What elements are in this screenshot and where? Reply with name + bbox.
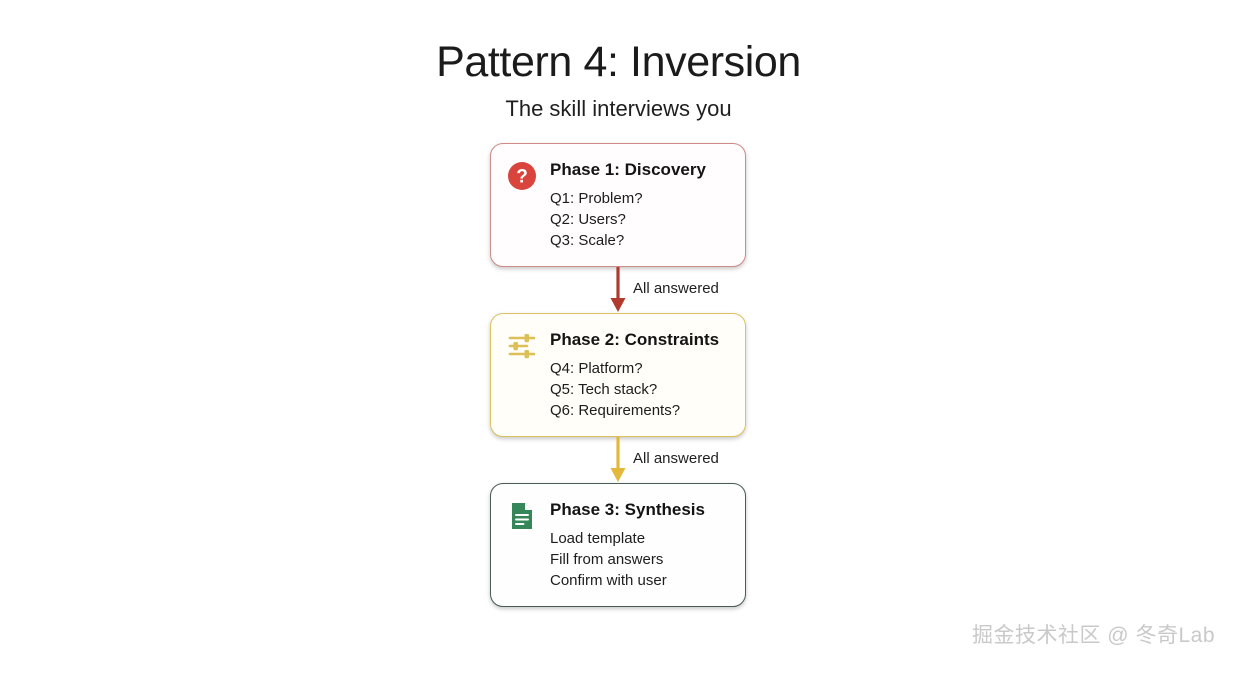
flow-connector-1: All answered	[490, 267, 746, 313]
phase-card-title: Phase 3: Synthesis	[550, 500, 705, 519]
flow-connector-label: All answered	[633, 450, 719, 467]
question-mark-circle-icon: ?	[507, 161, 537, 191]
watermark: 掘金技术社区 @ 冬奇Lab	[971, 624, 1215, 647]
phase-card-line: Q2: Users?	[550, 211, 626, 228]
slide-header: Pattern 4: Inversion The skill interview…	[0, 36, 1237, 124]
arrow-down-icon	[610, 437, 626, 482]
phase-card-constraints[interactable]: Phase 2: Constraints Q4: Platform? Q5: T…	[490, 313, 746, 437]
arrow-down-icon	[610, 267, 626, 312]
phase-card-title: Phase 2: Constraints	[550, 330, 720, 349]
phase-card-line: Load template	[550, 530, 646, 547]
phase-card-line: Q6: Requirements?	[550, 402, 681, 419]
phase-card-lines: Load template Fill from answers Confirm …	[550, 528, 729, 591]
flow-connector-2: All answered	[490, 437, 746, 483]
phase-card-body: Phase 3: Synthesis Load template Fill fr…	[550, 498, 729, 591]
page-title: Pattern 4: Inversion	[436, 38, 801, 86]
phase-card-title: Phase 1: Discovery	[550, 160, 706, 179]
phase-card-body: Phase 2: Constraints Q4: Platform? Q5: T…	[550, 328, 729, 421]
phase-card-line: Q5: Tech stack?	[550, 381, 658, 398]
phase-card-synthesis[interactable]: Phase 3: Synthesis Load template Fill fr…	[490, 483, 746, 607]
flow-connector-label: All answered	[633, 280, 719, 297]
svg-text:?: ?	[516, 167, 528, 188]
phase-card-body: Phase 1: Discovery Q1: Problem? Q2: User…	[550, 158, 729, 251]
phase-card-line: Confirm with user	[550, 572, 667, 589]
document-icon	[507, 501, 537, 531]
phase-flow-diagram: ? Phase 1: Discovery Q1: Problem? Q2: Us…	[490, 143, 746, 607]
phase-card-line: Fill from answers	[550, 551, 664, 568]
tune-sliders-icon	[507, 331, 537, 361]
phase-card-lines: Q1: Problem? Q2: Users? Q3: Scale?	[550, 188, 729, 251]
page-subtitle: The skill interviews you	[505, 96, 732, 121]
phase-card-discovery[interactable]: ? Phase 1: Discovery Q1: Problem? Q2: Us…	[490, 143, 746, 267]
phase-card-line: Q3: Scale?	[550, 232, 625, 249]
phase-card-line: Q4: Platform?	[550, 360, 643, 377]
phase-card-line: Q1: Problem?	[550, 190, 643, 207]
phase-card-lines: Q4: Platform? Q5: Tech stack? Q6: Requir…	[550, 358, 729, 421]
